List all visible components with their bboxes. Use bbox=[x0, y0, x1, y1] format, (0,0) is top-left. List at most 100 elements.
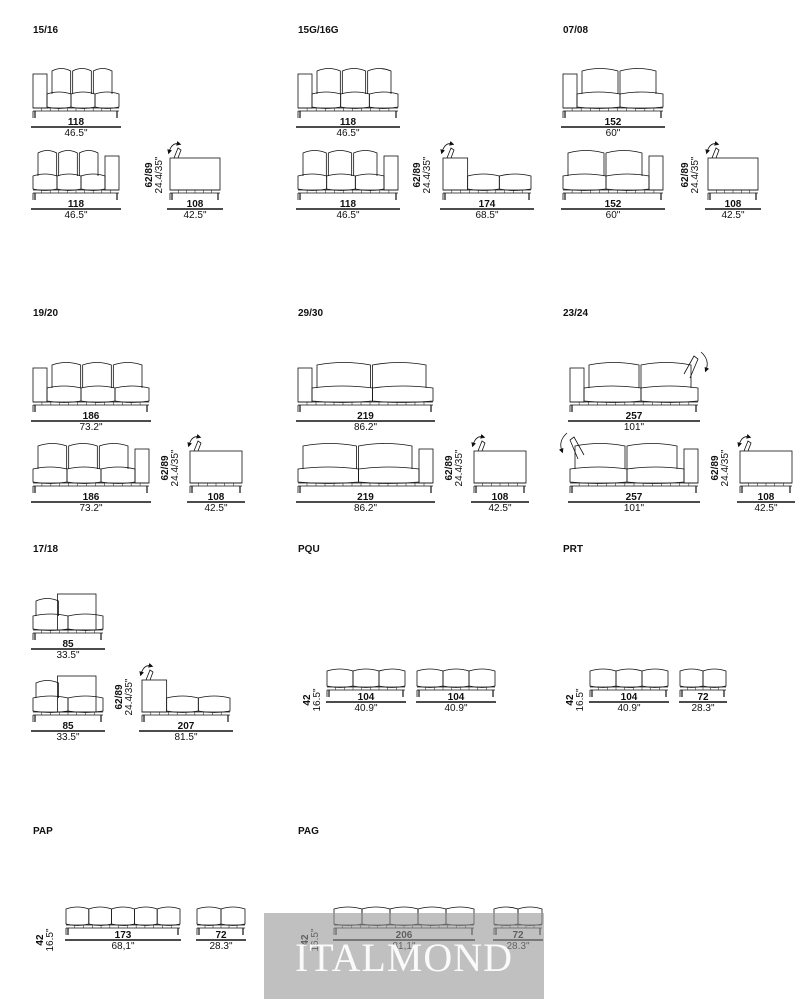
height-cm: 62/89 bbox=[710, 455, 721, 480]
seat-cushion bbox=[156, 906, 181, 926]
seat-cushion bbox=[114, 385, 150, 403]
headrest-icon bbox=[145, 669, 154, 681]
height-cm: 62/89 bbox=[160, 455, 171, 480]
seat-cushion bbox=[311, 385, 373, 403]
seat-cushion bbox=[626, 466, 685, 484]
height-cm: 62/89 bbox=[680, 162, 691, 187]
seat-cushion bbox=[326, 668, 354, 688]
width-cm: 152 bbox=[605, 199, 622, 210]
seat-cushion bbox=[46, 91, 72, 109]
outline-rect bbox=[32, 367, 48, 403]
section-code: 29/30 bbox=[298, 308, 324, 319]
back-cushion bbox=[302, 443, 357, 469]
seat-cushion bbox=[32, 173, 58, 191]
width-cm: 85 bbox=[62, 721, 74, 732]
width-cm: 72 bbox=[697, 692, 709, 703]
back-cushion bbox=[316, 362, 371, 388]
back-cushion bbox=[37, 443, 68, 469]
width-cm: 207 bbox=[178, 721, 195, 732]
seat-cushion bbox=[354, 173, 385, 191]
outline-rect bbox=[32, 73, 48, 109]
width-inch: 42.5" bbox=[183, 210, 206, 221]
back-cushion bbox=[51, 362, 82, 388]
height-cm: 62/89 bbox=[412, 162, 423, 187]
back-cushion bbox=[358, 443, 413, 469]
width-inch: 46.5" bbox=[336, 210, 359, 221]
recliner-headrest bbox=[683, 355, 699, 379]
adjust-arrow-icon bbox=[167, 141, 182, 155]
width-cm: 186 bbox=[83, 492, 100, 503]
back-cushion bbox=[35, 680, 59, 698]
seat-cushion bbox=[442, 668, 470, 688]
width-inch: 33.5" bbox=[56, 650, 79, 661]
section-code: PAP bbox=[33, 826, 53, 837]
width-inch: 86.2" bbox=[354, 503, 377, 514]
width-cm: 104 bbox=[621, 692, 638, 703]
height-inch: 24.4/35" bbox=[690, 156, 701, 193]
height-cm: 62/89 bbox=[444, 455, 455, 480]
headrest-icon bbox=[193, 440, 202, 452]
seat-cushion bbox=[88, 906, 112, 926]
width-inch: 60" bbox=[606, 128, 621, 139]
outline-rect bbox=[473, 450, 527, 484]
seat-cushion bbox=[416, 668, 444, 688]
height-inch: 16.5" bbox=[45, 928, 56, 951]
width-cm: 85 bbox=[62, 639, 74, 650]
height-cm: 42 bbox=[302, 694, 313, 706]
seat-cushion bbox=[80, 385, 116, 403]
outline-rect bbox=[569, 367, 585, 403]
width-cm: 72 bbox=[215, 930, 227, 941]
height-cm: 62/89 bbox=[114, 684, 125, 709]
section-code: 15G/16G bbox=[298, 25, 339, 36]
width-inch: 28.3" bbox=[209, 941, 232, 952]
seat-cushion bbox=[70, 91, 96, 109]
width-inch: 101" bbox=[624, 503, 645, 514]
back-cushion bbox=[58, 150, 78, 176]
back-cushion bbox=[372, 362, 427, 388]
outline-rect bbox=[104, 155, 120, 191]
seat-cushion bbox=[94, 91, 120, 109]
width-inch: 28.3" bbox=[691, 703, 714, 714]
width-inch: 101" bbox=[624, 422, 645, 433]
width-inch: 46.5" bbox=[336, 128, 359, 139]
height-inch: 24.4/35" bbox=[720, 449, 731, 486]
height-inch: 24.4/35" bbox=[154, 156, 165, 193]
back-cushion bbox=[68, 443, 98, 469]
width-cm: 108 bbox=[725, 199, 742, 210]
seat-cushion bbox=[80, 173, 106, 191]
height-cm: 42 bbox=[565, 694, 576, 706]
width-cm: 118 bbox=[340, 199, 357, 210]
height-cm: 42 bbox=[35, 934, 46, 946]
outline-rect bbox=[442, 157, 469, 191]
adjust-arrow-icon bbox=[440, 141, 455, 155]
seat-cushion bbox=[702, 668, 727, 688]
watermark-overlay bbox=[264, 913, 544, 999]
headrest-icon bbox=[743, 440, 752, 452]
back-cushion bbox=[605, 150, 643, 176]
section-code: PQU bbox=[298, 544, 320, 555]
back-cushion bbox=[37, 150, 58, 176]
width-cm: 219 bbox=[357, 411, 374, 422]
seat-cushion bbox=[640, 385, 699, 403]
seat-cushion bbox=[378, 668, 406, 688]
back-cushion bbox=[112, 362, 143, 388]
seat-cushion bbox=[467, 173, 500, 191]
outline-rect bbox=[562, 73, 578, 109]
section-code: 17/18 bbox=[33, 544, 59, 555]
seat-cushion bbox=[641, 668, 669, 688]
seat-cushion bbox=[65, 906, 90, 926]
seat-cushion bbox=[583, 385, 642, 403]
section-code: 07/08 bbox=[563, 25, 589, 36]
seat-cushion bbox=[340, 91, 370, 109]
height-inch: 16.5" bbox=[312, 688, 323, 711]
width-cm: 118 bbox=[68, 117, 85, 128]
width-inch: 73.2" bbox=[79, 422, 102, 433]
height-inch: 16.5" bbox=[575, 688, 586, 711]
